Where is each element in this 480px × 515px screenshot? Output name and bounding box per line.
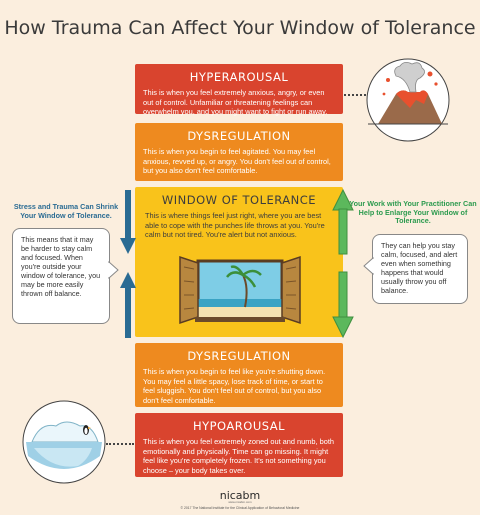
enlarge-bubble: They can help you stay calm, focused, an…: [372, 234, 468, 304]
hyperarousal-heading: HYPERAROUSAL: [189, 70, 289, 84]
hypoarousal-heading: HYPOAROUSAL: [192, 419, 286, 433]
dysregulation-top-heading: DYSREGULATION: [187, 129, 291, 143]
window-heading: WINDOW OF TOLERANCE: [161, 193, 317, 207]
hypoarousal-box: HYPOAROUSAL This is when you feel extrem…: [135, 413, 343, 477]
enlarge-title: Your Work with Your Practitioner Can Hel…: [349, 199, 477, 225]
open-window-beach-icon: [179, 255, 301, 325]
right-bubble-pointer: [363, 256, 375, 276]
dysregulation-bottom-box: DYSREGULATION This is when you begin to …: [135, 343, 343, 407]
volcano-connector: [344, 94, 370, 96]
dysregulation-top-box: DYSREGULATION This is when you begin to …: [135, 123, 343, 181]
dysregulation-top-text: This is when you begin to feel agitated.…: [143, 147, 331, 176]
volcano-icon: [366, 58, 450, 142]
dysregulation-bottom-text: This is when you begin to feel like you'…: [143, 367, 326, 405]
window-text: This is where things feel just right, wh…: [145, 211, 325, 240]
page-title: How Trauma Can Affect Your Window of Tol…: [4, 17, 476, 39]
left-bubble-pointer: [107, 260, 119, 280]
footer-logo: nicabm: [219, 489, 261, 502]
iceberg-connector: [106, 443, 134, 445]
shrink-title: Stress and Trauma Can Shrink Your Window…: [13, 202, 119, 220]
shrink-bubble: This means that it may be harder to stay…: [12, 228, 110, 324]
hyperarousal-text: This is when you feel extremely anxious,…: [143, 88, 328, 117]
hypoarousal-text: This is when you feel extremely zoned ou…: [143, 437, 335, 475]
footer-copyright: © 2017 The National Institute for the Cl…: [180, 506, 300, 510]
shrink-arrow-down-icon: [120, 190, 136, 254]
footer-url: www.nicabm.com: [228, 500, 252, 504]
enlarge-arrow-up-icon: [332, 188, 354, 255]
hyperarousal-box: HYPERAROUSAL This is when you feel extre…: [135, 64, 343, 117]
iceberg-icon: [22, 400, 106, 484]
shrink-arrow-up-icon: [120, 272, 136, 338]
enlarge-arrow-down-icon: [332, 271, 354, 339]
dysregulation-bottom-heading: DYSREGULATION: [187, 349, 291, 363]
